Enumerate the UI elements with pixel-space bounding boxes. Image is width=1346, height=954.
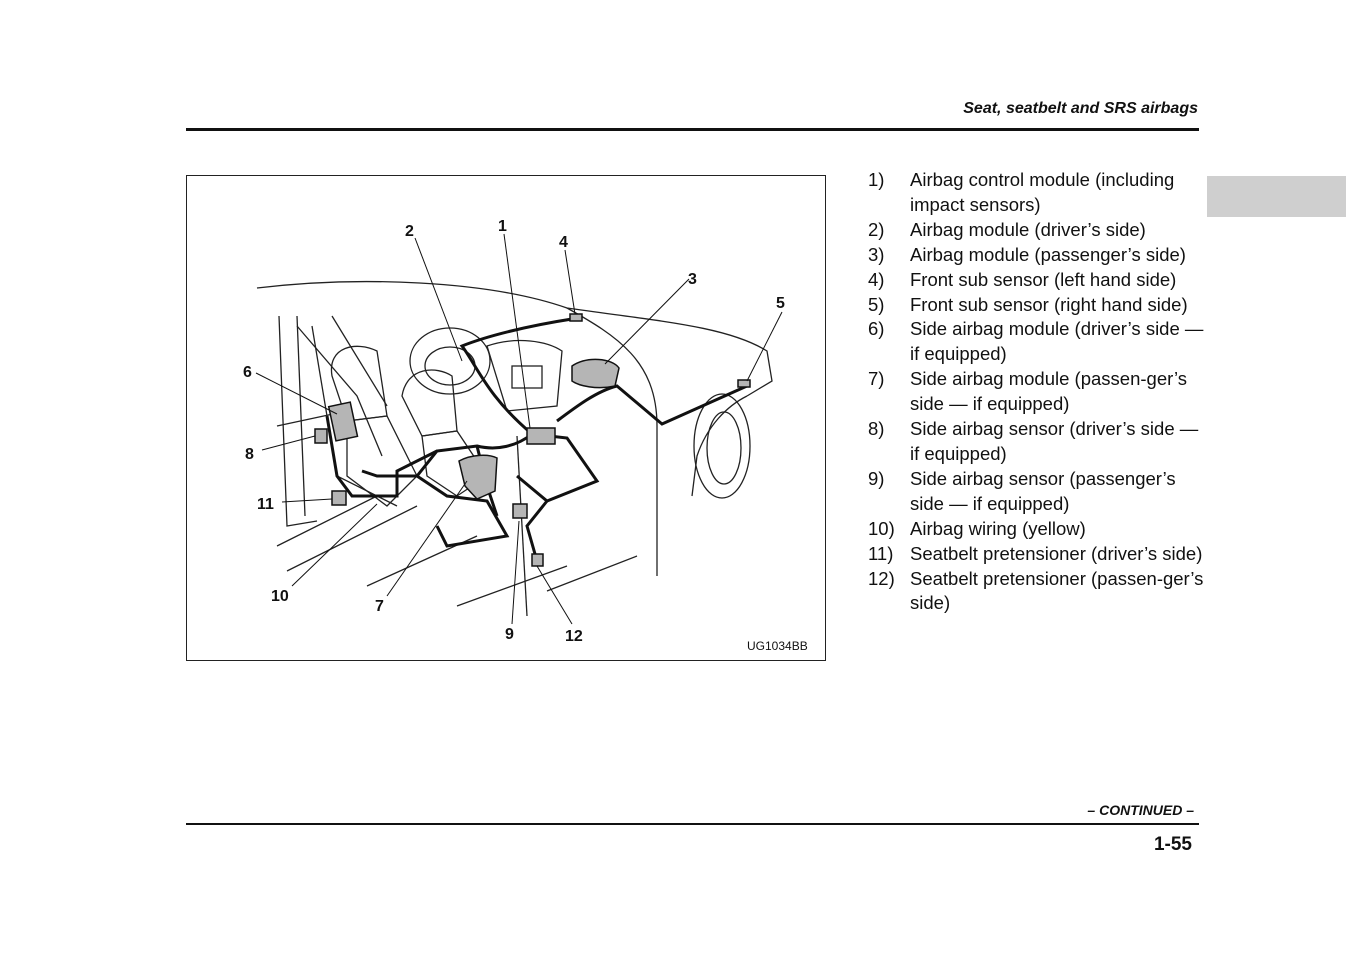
legend-item: 2) Airbag module (driver’s side) [868,218,1208,243]
figure-code: UG1034BB [747,639,808,653]
callout-12: 12 [565,628,583,645]
callout-7: 7 [375,598,384,615]
legend-num: 10) [868,517,895,539]
legend-num: 3) [868,243,885,265]
legend-text: Airbag control module (including impact … [910,169,1175,215]
callout-3: 3 [688,271,697,288]
callout-6: 6 [243,364,252,381]
callout-10: 10 [271,588,289,605]
legend-num: 1) [868,169,885,190]
legend-text: Seatbelt pretensioner (passen-ger’s side… [910,567,1204,614]
legend-item: 8) Side airbag sensor (driver’s side — if… [868,417,1208,467]
legend-text: Airbag module (passenger’s side) [910,243,1186,265]
legend-text: Side airbag module (passen-ger’s side — … [910,368,1187,415]
legend-num: 11) [868,542,894,564]
legend-text: Side airbag sensor (driver’s side — if e… [910,418,1199,464]
legend-num: 7) [868,368,885,390]
legend-text: Airbag module (driver’s side) [910,218,1146,240]
legend-num: 2) [868,218,885,240]
callout-4: 4 [559,234,568,251]
legend-text: Front sub sensor (left hand side) [910,268,1177,290]
legend-num: 8) [868,418,885,440]
callout-5: 5 [776,295,785,312]
legend-item: 9) Side airbag sensor (passenger’s side —… [868,467,1208,517]
continued-note: – CONTINUED – [1087,802,1194,818]
legend-text: Front sub sensor (right hand side) [910,293,1188,315]
car-interior-illustration: 1 2 3 4 5 6 7 8 9 10 11 12 UG1034BB [243,218,808,653]
legend-item: 3) Airbag module (passenger’s side) [868,243,1208,268]
component-legend: 1) Airbag control module (including impac… [868,168,1208,616]
legend-num: 12) [868,567,895,589]
legend-num: 4) [868,268,885,290]
legend-item: 7) Side airbag module (passen-ger’s side … [868,367,1208,417]
legend-item: 1) Airbag control module (including impac… [868,168,1208,218]
callout-2: 2 [405,223,414,240]
legend-item: 4) Front sub sensor (left hand side) [868,268,1208,293]
legend-item: 5) Front sub sensor (right hand side) [868,293,1208,318]
legend-item: 12) Seatbelt pretensioner (passen-ger’s s… [868,567,1208,617]
airbag-system-figure: 1 2 3 4 5 6 7 8 9 10 11 12 UG1034BB [186,175,826,661]
legend-text: Airbag wiring (yellow) [910,517,1086,539]
legend-text: Side airbag module (driver’s side — if e… [910,318,1204,365]
legend-text: Seatbelt pretensioner (driver’s side) [910,542,1203,564]
legend-item: 11) Seatbelt pretensioner (driver’s side) [868,542,1208,567]
section-title: Seat, seatbelt and SRS airbags [963,100,1198,117]
footer-rule [186,823,1199,825]
legend-num: 5) [868,293,885,315]
callout-8: 8 [245,446,254,463]
legend-item: 6) Side airbag module (driver’s side — if… [868,317,1208,367]
callout-11: 11 [257,496,274,513]
callout-1: 1 [498,218,507,235]
legend-num: 6) [868,318,885,340]
page-number: 1-55 [1153,834,1192,855]
header-rule [186,128,1199,131]
callout-9: 9 [505,626,514,643]
legend-item: 10) Airbag wiring (yellow) [868,517,1208,542]
legend-text: Side airbag sensor (passenger’s side — i… [910,467,1176,514]
legend-num: 9) [868,467,885,489]
chapter-tab [1207,176,1346,217]
